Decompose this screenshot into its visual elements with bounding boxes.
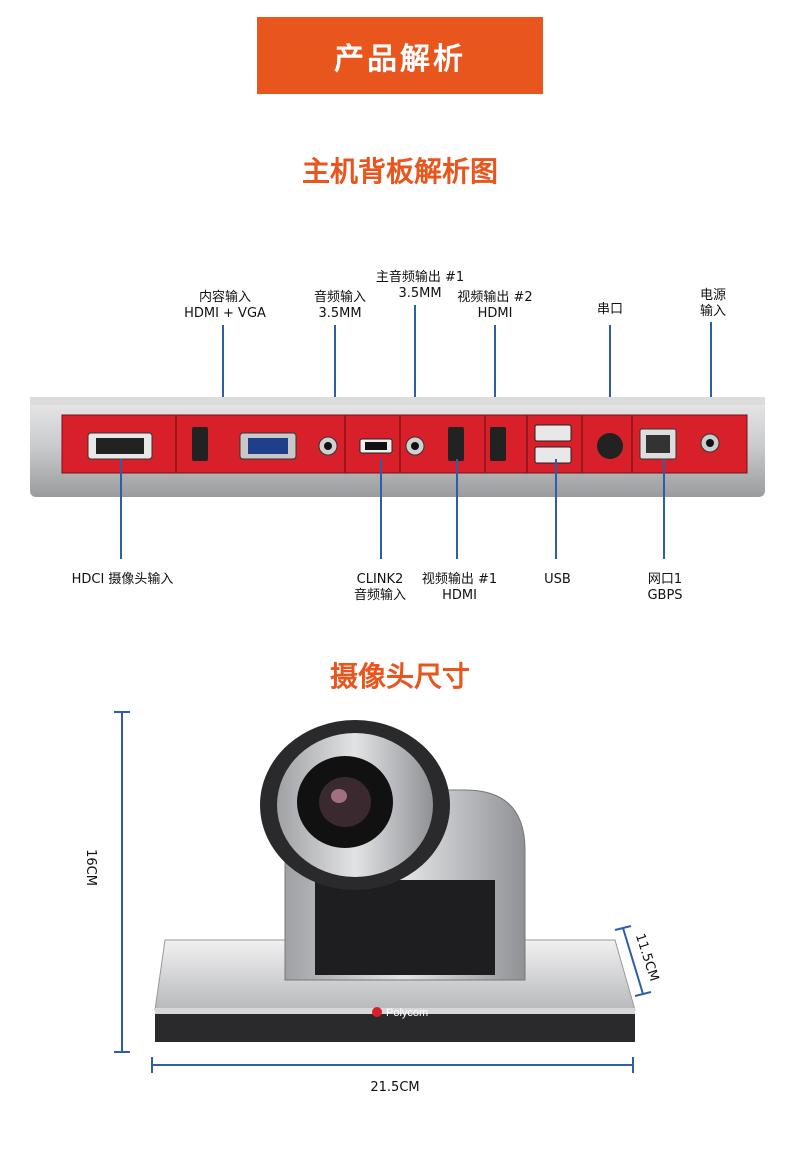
- label-clink2: CLINK2 音频输入: [340, 572, 420, 604]
- label-line: 3.5MM: [398, 286, 442, 301]
- label-line: GBPS: [647, 588, 683, 603]
- label-serial: 串口: [585, 302, 635, 318]
- callout-line: [555, 459, 557, 559]
- label-line: 电源: [699, 288, 726, 303]
- label-line: HDMI: [477, 306, 513, 321]
- callout-line: [120, 459, 122, 559]
- callout-line: [222, 325, 224, 435]
- header-banner: 产品解析: [257, 17, 543, 94]
- callout-line: [663, 459, 665, 559]
- label-power-input: 电源 输入: [688, 288, 738, 320]
- label-video-output-2: 视频输出 #2 HDMI: [450, 290, 540, 322]
- callout-line: [414, 305, 416, 435]
- label-audio-input: 音频输入 3.5MM: [300, 290, 380, 322]
- label-line: 音频输入: [353, 588, 406, 603]
- label-line: 内容输入: [198, 290, 251, 305]
- camera-image: Polycom: [154, 720, 636, 1042]
- callout-line: [456, 459, 458, 559]
- label-main-audio-output: 主音频输出 #1 3.5MM: [365, 270, 475, 302]
- label-line: 网口1: [647, 572, 683, 587]
- camera-size-title: 摄像头尺寸: [329, 660, 470, 693]
- depth-dimension-line: [614, 925, 652, 997]
- label-usb: USB: [544, 572, 571, 587]
- callout-line: [334, 325, 336, 435]
- height-dimension-line: [114, 711, 130, 1053]
- label-line: 主音频输出 #1: [375, 270, 465, 285]
- label-line: HDMI + VGA: [184, 306, 266, 321]
- label-line: 输入: [699, 304, 726, 319]
- label-line: 视频输出 #1: [421, 572, 498, 587]
- backpanel-title: 主机背板解析图: [301, 155, 498, 188]
- brand-logo-text: Polycom: [386, 1007, 428, 1019]
- height-label: 16CM: [82, 849, 98, 886]
- back-panel-image: [30, 397, 765, 497]
- label-line: 音频输入: [313, 290, 366, 305]
- callout-line: [710, 322, 712, 435]
- label-line: HDMI: [442, 588, 477, 603]
- callout-line: [494, 325, 496, 435]
- label-line: CLINK2: [356, 572, 404, 587]
- label-video-output-1: 视频输出 #1 HDMI: [412, 572, 507, 604]
- callout-line: [380, 459, 382, 559]
- banner-title: 产品解析: [334, 41, 466, 77]
- label-line: 视频输出 #2: [457, 290, 533, 305]
- label-line: 串口: [596, 302, 623, 317]
- label-hdci-camera-input: HDCI 摄像头输入: [71, 572, 174, 587]
- label-line: 3.5MM: [318, 306, 362, 321]
- width-label: 21.5CM: [370, 1080, 420, 1095]
- width-dimension-line: [151, 1057, 634, 1073]
- callout-line: [609, 325, 611, 435]
- label-content-input: 内容输入 HDMI + VGA: [170, 290, 280, 322]
- label-network: 网口1 GBPS: [635, 572, 695, 604]
